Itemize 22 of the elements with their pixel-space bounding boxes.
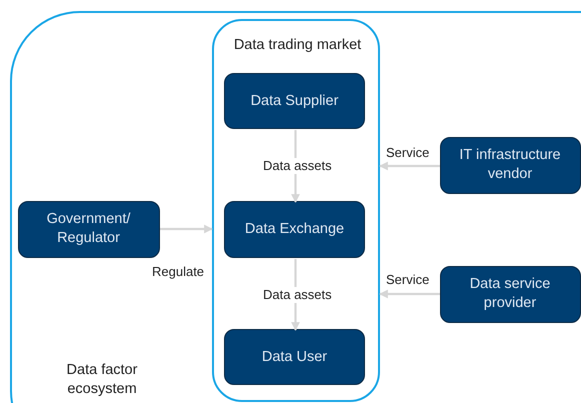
process-box — [440, 136, 580, 194]
arrow — [379, 290, 440, 298]
node-label: Data Exchange — [244, 220, 344, 239]
edge-label: Regulate — [151, 264, 206, 280]
node-label: Government/ Regulator — [46, 210, 132, 248]
edge-label: Data assets — [262, 287, 333, 303]
edge-label: Data assets — [262, 158, 333, 174]
process-box — [224, 201, 365, 258]
group-title: Data factor ecosystem — [66, 361, 138, 399]
arrow — [379, 162, 440, 170]
process-box — [224, 73, 365, 129]
node-label: IT infrastructure vendor — [458, 146, 562, 184]
process-box — [224, 329, 365, 385]
process-box — [18, 200, 160, 258]
arrow — [160, 224, 213, 234]
node-label: Data User — [262, 348, 328, 366]
group-boundary — [212, 18, 380, 402]
group-title: Data trading market — [232, 36, 362, 54]
node-label: Data service provider — [468, 275, 552, 313]
process-box — [440, 266, 580, 322]
node-label: Data Supplier — [250, 92, 338, 110]
group-boundary — [10, 11, 581, 403]
